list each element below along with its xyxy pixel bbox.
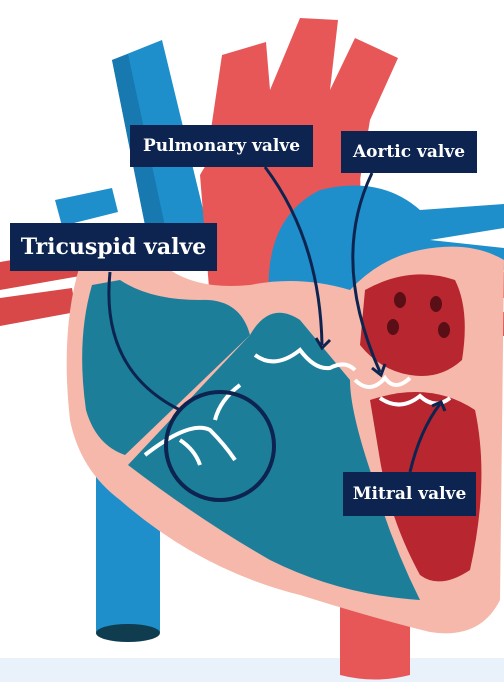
tricuspid-valve-label: Tricuspid valve (10, 223, 217, 271)
mitral-valve-label: Mitral valve (343, 472, 476, 516)
pulmonary-vein-opening-4 (438, 322, 450, 338)
pulmonary-vein-opening-1 (394, 292, 406, 308)
pulmonary-vein-opening-3 (387, 319, 399, 335)
pulmonary-valve-label: Pulmonary valve (130, 125, 313, 167)
inferior-vena-cava-opening (96, 624, 160, 642)
vein-left-blue (55, 188, 118, 226)
aortic-valve-label: Aortic valve (341, 131, 477, 173)
pulmonary-vein-left-2 (0, 288, 76, 326)
pulmonary-vein-opening-2 (430, 296, 442, 312)
